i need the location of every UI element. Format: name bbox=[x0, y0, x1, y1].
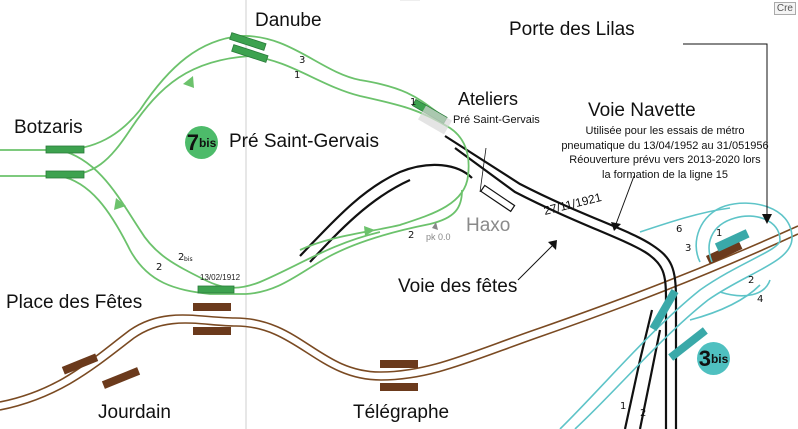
voie-navette-note: Utilisée pour les essais de métro pneuma… bbox=[530, 124, 798, 182]
line-3-platforms bbox=[61, 240, 743, 391]
arrow-marker bbox=[183, 76, 194, 88]
note-line: Réouverture prévu vers 2013-2020 lors bbox=[569, 154, 761, 166]
track-number: 2 bbox=[748, 275, 755, 286]
ateliers-building bbox=[418, 105, 452, 135]
platform-telegraphe-b bbox=[380, 383, 418, 391]
track-number: 3 bbox=[685, 243, 692, 254]
line-3bis-platforms bbox=[649, 229, 750, 361]
line-7bis-platforms bbox=[45, 32, 448, 294]
line-3bis-track bbox=[559, 202, 793, 429]
track-number: 2 bbox=[640, 408, 647, 419]
note-line: la formation de la ligne 15 bbox=[602, 168, 728, 181]
track-number: 2 bbox=[178, 252, 185, 263]
platform-danube-b bbox=[231, 44, 269, 63]
platform-place-des-fetes-a bbox=[193, 303, 231, 311]
platform-3bis-a bbox=[649, 288, 679, 332]
platform-jourdain-a bbox=[61, 353, 99, 375]
station-porte-des-lilas: Porte des Lilas bbox=[509, 19, 635, 40]
track-number: 4 bbox=[757, 294, 764, 305]
track-number: 2 bbox=[156, 262, 163, 273]
line-7bis-arrows bbox=[114, 76, 375, 236]
station-telegraphe: Télégraphe bbox=[353, 402, 450, 423]
station-ateliers: Ateliers bbox=[458, 89, 519, 109]
label-voie-navette: Voie Navette bbox=[588, 100, 696, 121]
line-7bis-suffix: bis bbox=[198, 135, 217, 150]
line-7bis-number: 7 bbox=[186, 129, 199, 155]
track-number: 1 bbox=[294, 70, 301, 81]
voie-des-fetes-pointer bbox=[517, 245, 553, 281]
platform-danube-a bbox=[229, 32, 267, 51]
arrow-marker bbox=[364, 226, 375, 236]
platform-pdl-3bis bbox=[714, 229, 750, 252]
track-number: 6 bbox=[676, 224, 683, 235]
line-3bis-suffix: bis bbox=[710, 351, 729, 366]
line-7bis-track bbox=[0, 35, 470, 295]
platform-3bis-b bbox=[668, 327, 708, 361]
arrowhead bbox=[548, 240, 557, 250]
note-line: pneumatique du 13/04/1952 au 31/051956 bbox=[561, 139, 769, 152]
corner-tab[interactable]: Cre bbox=[773, 2, 796, 15]
track-number: 1 bbox=[620, 401, 627, 412]
arrowhead bbox=[762, 214, 772, 224]
track-number: 1 bbox=[410, 97, 417, 108]
platform-botzaris-b bbox=[45, 170, 85, 179]
station-ateliers-subtitle: Pré Saint-Gervais bbox=[453, 114, 540, 126]
platform-telegraphe-a bbox=[380, 360, 418, 368]
station-pre-saint-gervais: Pré Saint-Gervais bbox=[229, 131, 379, 152]
platform-jourdain-b bbox=[101, 367, 141, 389]
station-danube: Danube bbox=[255, 10, 322, 31]
track-number: 2 bbox=[408, 230, 415, 241]
station-place-des-fetes: Place des Fêtes bbox=[6, 292, 143, 313]
platform-place-des-fetes-7bis bbox=[197, 285, 235, 294]
label-voie-des-fetes: Voie des fêtes bbox=[398, 276, 518, 297]
track-number: 1 bbox=[716, 228, 723, 239]
track-number: 3 bbox=[299, 55, 306, 66]
station-haxo: Haxo bbox=[466, 215, 511, 236]
voie-navette-pointer bbox=[615, 175, 635, 225]
haxo-tick bbox=[479, 147, 487, 193]
arrowhead bbox=[611, 222, 621, 231]
line-3-track bbox=[0, 225, 798, 411]
note-line: Utilisée pour les essais de métro bbox=[585, 125, 745, 137]
pk-label: pk 0.0 bbox=[426, 232, 451, 242]
arrow-marker bbox=[114, 198, 126, 210]
platform-botzaris-a bbox=[45, 145, 85, 154]
voie-navette-track bbox=[299, 135, 678, 429]
date-1912-label: 13/02/1912 bbox=[200, 273, 241, 282]
porte-des-lilas-pointer bbox=[683, 43, 768, 218]
platform-pdl-a bbox=[705, 240, 743, 265]
pointer-arrowheads bbox=[548, 214, 772, 250]
pointer-lines bbox=[517, 43, 768, 281]
station-jourdain: Jourdain bbox=[98, 402, 171, 423]
station-botzaris: Botzaris bbox=[14, 117, 83, 138]
pk-marker bbox=[432, 222, 438, 230]
track-number-suffix: bis bbox=[184, 256, 193, 263]
line-3bis-number: 3 bbox=[698, 345, 711, 371]
haxo-platform bbox=[480, 184, 516, 213]
platform-place-des-fetes-b bbox=[193, 327, 231, 335]
